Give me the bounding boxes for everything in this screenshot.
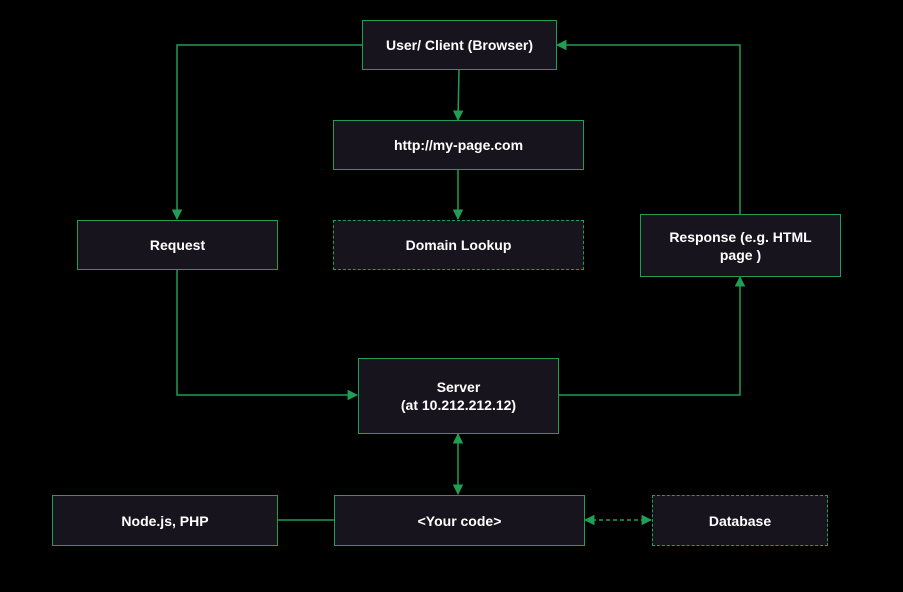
node-response: Response (e.g. HTML page ) <box>640 214 841 277</box>
node-client: User/ Client (Browser) <box>362 20 557 70</box>
node-url: http://my-page.com <box>333 120 584 170</box>
node-your-code: <Your code> <box>334 495 585 546</box>
edge-response-to-client <box>555 39 741 214</box>
node-domain-lookup: Domain Lookup <box>333 220 584 270</box>
edge-request-to-server <box>176 270 359 401</box>
edge-client-to-request <box>171 44 362 221</box>
node-runtime: Node.js, PHP <box>52 495 278 546</box>
edge-client-to-url <box>452 69 464 122</box>
node-request: Request <box>77 220 278 270</box>
node-server: Server (at 10.212.212.12) <box>358 358 559 434</box>
edge-server-to-response <box>558 275 746 396</box>
node-database: Database <box>652 495 828 546</box>
